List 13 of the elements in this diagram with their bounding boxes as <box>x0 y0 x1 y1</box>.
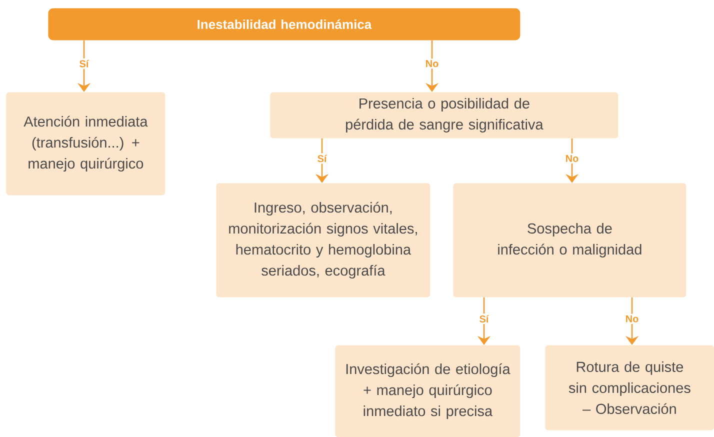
edge-label: Sí <box>78 58 90 69</box>
outcome-box: Investigación de etiología + manejo quirúrgico inmediato si precisa <box>335 345 520 437</box>
title-banner: Inestabilidad hemodinámica <box>48 8 520 40</box>
outcome-box: Rotura de quiste sin complicaciones – Observación <box>545 345 714 430</box>
decision-box: Presencia o posibilidad de pérdida de sangre significativa <box>270 92 618 138</box>
edge-label: Sí <box>478 314 490 324</box>
edge-label: Sí <box>316 153 328 164</box>
edge-label: No <box>424 58 440 69</box>
outcome-box: Atención inmediata (transfusión...) + manejo quirúrgico <box>6 92 166 196</box>
decision-box: Sospecha de infección o malignidad <box>453 183 686 298</box>
outcome-box: Ingreso, observación, monitorización signos vitales, hematocrito y hemoglobina seriados, ecografía <box>216 183 430 298</box>
edge-label: No <box>624 314 640 324</box>
edge-label: No <box>564 153 580 164</box>
